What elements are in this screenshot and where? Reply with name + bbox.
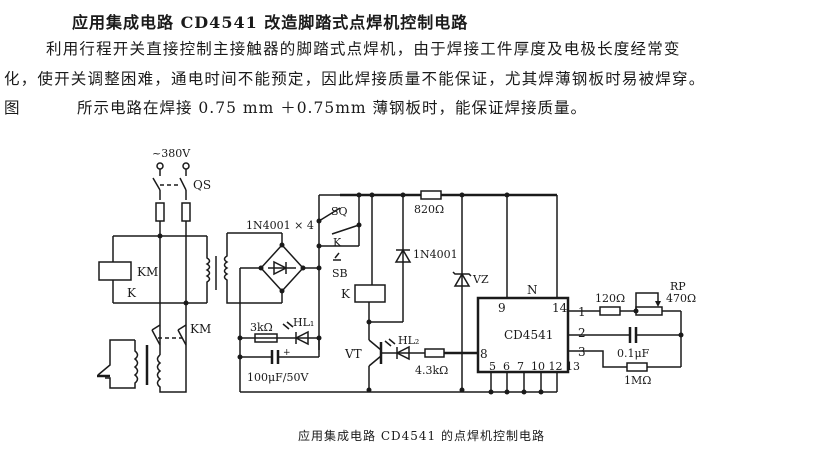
label-diode: 1N4001 [413,248,458,261]
label-supply: ~380V [152,147,191,160]
label-pin2: 2 [578,326,586,340]
label-r3k: 3kΩ [250,321,273,334]
fuse-2 [181,202,191,222]
resistor-4k3 [424,348,445,358]
label-km-contact: KM [190,322,211,336]
label-pin8: 8 [480,347,488,361]
label-ic-name: CD4541 [504,328,553,342]
fuse-1 [155,202,165,222]
label-k-left: K [127,286,137,300]
resistor-1m [626,362,648,372]
resistor-120 [599,306,621,316]
led-hl1 [294,330,309,346]
label-vt: VT [344,347,362,361]
diode-1n4001 [394,248,412,263]
label-rp: RP [670,280,686,293]
label-r120: 120Ω [595,292,625,305]
label-r1m: 1MΩ [624,374,651,387]
resistor-820 [420,190,442,200]
label-k-contact: K [333,236,342,249]
figure-caption: 应用集成电路 CD4541 的点焊机控制电路 [298,429,545,443]
label-hl1: HL₁ [293,316,314,329]
label-km-coil: KM [137,265,158,279]
welding-transformer [97,339,187,393]
switch-qs [152,177,187,200]
potentiometer-rp [635,306,663,316]
paragraph-figure-ref: 图 [4,99,20,117]
document-title: 应用集成电路 CD4541 改造脚踏式点焊机控制电路 [72,13,469,32]
ic-bottom-pins [488,372,558,395]
label-bridge: 1N4001 × 4 [246,219,314,232]
label-pin9: 9 [498,301,506,315]
contactor-km-contacts [151,324,187,346]
switch-sq [318,207,341,222]
coil-km [98,261,132,281]
transistor-vt [368,322,383,390]
label-cap-plus: + [283,348,291,358]
label-r4k3: 4.3kΩ [415,364,448,377]
label-rp-value: 470Ω [666,292,696,305]
label-sb: SB [332,267,348,280]
label-vz: VZ [472,273,489,286]
paragraph-line-1: 利用行程开关直接控制主接触器的脚踏式点焊机，由于焊接工件厚度及电极长度经常变 [46,40,681,58]
label-pin14: 14 [552,301,568,315]
label-cap01u: 0.1μF [617,347,650,360]
paragraph-line-2: 化，使开关调整困难，通电时间不能预定，因此焊接质量不能保证，尤其焊薄钢板时易被焊… [4,70,706,88]
led-hl2 [395,345,410,361]
label-pin3: 3 [578,345,586,359]
button-sb [333,252,341,261]
label-relay-k: K [341,287,351,301]
label-pins-bottom: 5 6 7 10 12 13 [489,360,580,373]
supply-terminals [156,162,190,176]
label-pin1: 1 [578,305,586,319]
label-sq: SQ [331,205,348,218]
relay-coil-k [354,284,386,303]
label-hl2: HL₂ [398,334,419,347]
label-ic-ref: N [527,283,538,297]
contact-k [331,224,360,235]
resistor-3k [254,333,278,343]
label-qs: QS [193,178,211,192]
transformer-secondary [223,233,282,304]
label-cap100u: 100μF/50V [247,371,309,384]
bridge-rectifier [258,242,306,294]
transformer-primary [205,236,211,303]
label-r820: 820Ω [414,203,444,216]
paragraph-line-3: 所示电路在焊接 0.75 mm ＋0.75mm 薄钢板时，能保证焊接质量。 [77,99,588,117]
zener-vz [453,272,471,287]
